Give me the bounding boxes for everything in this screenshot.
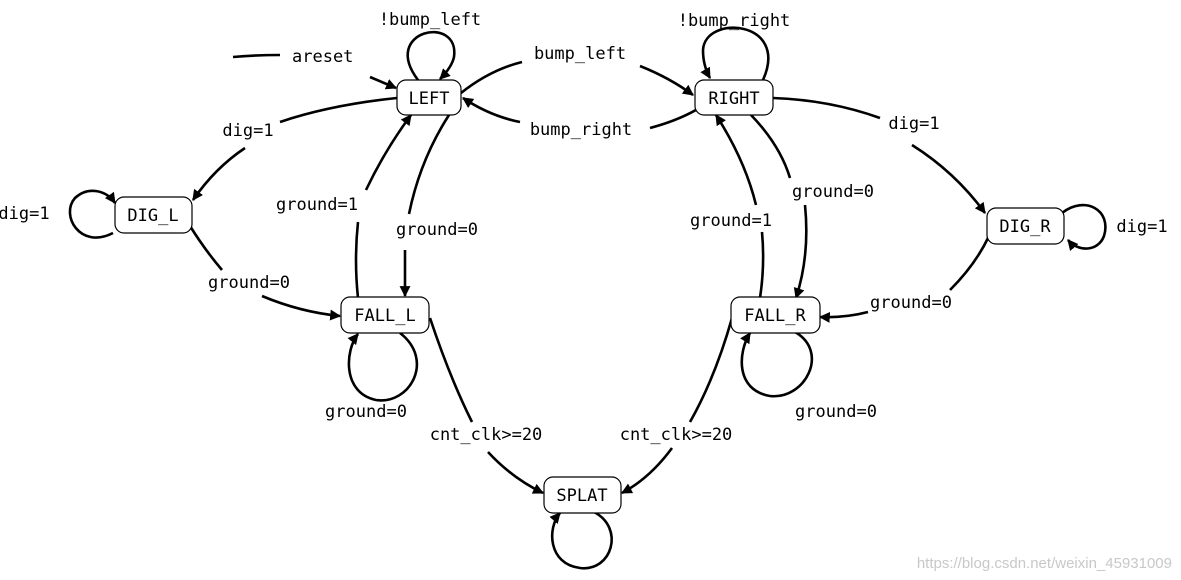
reset-arrow [369,75,398,90]
state-fall-l-label: FALL_L [354,306,415,326]
edge-fall-r-to-right-b [714,114,758,206]
edge-right-to-left-a [649,105,702,130]
edge-fall-r-self [740,330,814,398]
watermark: https://blog.csdn.net/weixin_45931009 [917,555,1172,572]
label-fall-r-self: ground=0 [795,402,877,422]
label-reset: areset [292,47,353,67]
edge-left-to-right-a [460,60,523,95]
label-right-to-dig-r: dig=1 [888,114,939,134]
label-right-self: !bump_right [678,11,791,31]
edge-dig-l-to-fall-l-a [188,225,223,271]
edge-dig-r-to-fall-r-a [949,237,990,291]
label-fall-l-self: ground=0 [325,402,407,422]
label-dig-r-self: dig=1 [1116,217,1167,237]
edge-left-to-dig-l-b [191,146,246,201]
edge-right-to-fall-r-a [750,114,792,179]
edge-left-to-right-b [639,64,694,97]
state-fall-r-label: FALL_R [744,306,806,326]
label-left-to-right: bump_left [534,44,626,64]
edge-fall-l-to-left-b [364,114,413,191]
edge-dig-l-to-fall-l-b [261,294,342,321]
label-dig-l-to-fall-l: ground=0 [208,273,290,293]
state-splat-label: SPLAT [556,486,607,506]
edge-dig-l-self [68,189,117,239]
state-splat: SPLAT [543,476,622,514]
label-fall-r-to-splat: cnt_clk>=20 [620,425,733,445]
edge-left-self [406,30,456,81]
edge-right-self [700,26,770,81]
label-dig-r-to-fall-r: ground=0 [870,293,952,313]
label-left-to-dig-l: dig=1 [222,121,273,141]
edge-right-to-fall-r-b [793,204,808,300]
state-dig-l-label: DIG_L [127,206,178,226]
edge-fall-l-to-left-a [354,221,360,299]
state-left-label: LEFT [409,89,450,109]
state-dig-r: DIG_R [986,207,1065,245]
edge-fall-l-self [347,331,419,402]
label-dig-l-self: dig=1 [0,204,50,224]
edge-left-to-fall-l-a [407,114,451,215]
edge-fall-l-to-splat-b [487,451,544,495]
label-left-to-fall-l: ground=0 [396,220,478,240]
edge-right-to-dig-r-a [772,96,881,120]
edge-fall-r-to-splat-a [688,317,734,423]
state-dig-r-label: DIG_R [999,217,1051,237]
edge-right-to-left-b [462,96,521,124]
edge-fall-r-to-splat-b [621,447,674,495]
label-fall-l-to-splat: cnt_clk>=20 [430,425,543,445]
edge-splat-self [549,510,613,570]
state-fall-l: FALL_L [340,296,430,334]
label-fall-l-to-left: ground=1 [276,195,358,215]
state-dig-l: DIG_L [114,196,193,234]
state-left: LEFT [396,79,462,116]
state-right: RIGHT [694,79,774,116]
state-fall-r: FALL_R [730,296,821,334]
edge-dig-r-self [1061,203,1107,252]
state-right-label: RIGHT [708,89,759,109]
label-right-to-left: bump_right [530,120,632,140]
edge-fall-l-to-splat-a [428,317,474,423]
edge-left-to-dig-l-a [279,96,398,124]
reset-line [232,53,281,59]
label-left-self: !bump_left [379,10,481,30]
edge-right-to-dig-r-b [911,143,987,214]
edge-fall-r-to-right-a [758,231,765,299]
edge-dig-r-to-fall-r-b [818,310,869,323]
label-fall-r-to-right: ground=1 [690,211,772,231]
label-right-to-fall-r: ground=0 [792,182,874,202]
